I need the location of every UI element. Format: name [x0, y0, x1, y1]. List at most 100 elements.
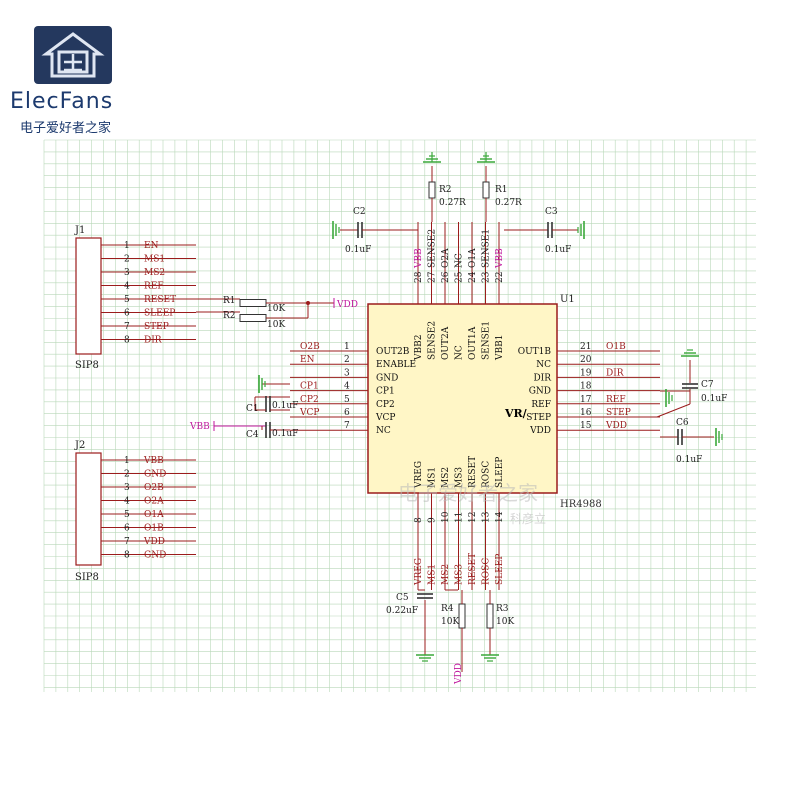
u1-pin-name: DIR: [533, 373, 551, 383]
u1-pin-number: 2: [344, 355, 350, 365]
j2-pin-number: 8: [124, 551, 130, 561]
r1-resistor: [239, 299, 267, 307]
u1-pin-number: 11: [455, 512, 465, 523]
u1-bottom-net-label: RESET: [468, 553, 478, 585]
r3-ref: R3: [496, 604, 509, 614]
j1-net-label: EN: [144, 241, 159, 251]
u1-pin-name: NC: [536, 360, 551, 370]
u1-right-net-label: VDD: [605, 421, 627, 431]
r-sense1-resistor: [482, 181, 490, 199]
u1-pin-number: 10: [441, 511, 451, 523]
u1-pin-number: 27: [428, 271, 438, 283]
j1-pin-number: 2: [124, 255, 130, 265]
u1-pin-name: NC: [455, 345, 465, 360]
r2-resistor: [239, 314, 267, 322]
u1-pin-name: SENSE1: [482, 321, 492, 360]
r3-resistor: [486, 603, 494, 629]
u1-pin-number: 14: [495, 511, 505, 523]
u1-ref: U1: [560, 294, 575, 305]
u1-pin-name: MS1: [428, 467, 438, 488]
u1-pin-number: 7: [344, 421, 350, 431]
vdd-net-label-top: VDD: [336, 300, 358, 310]
r1-ref: R1: [223, 296, 236, 306]
u1-pin-number: 16: [580, 408, 592, 418]
u1-pin-name: GND: [529, 387, 551, 397]
u1-bottom-net-label: SLEEP: [495, 554, 505, 585]
u1-pin-name: MS3: [455, 467, 465, 488]
u1-chip-body: [367, 303, 558, 494]
u1-pin-number: 26: [441, 271, 451, 283]
c7-link: [656, 403, 691, 418]
r-sense2-value: 0.27R: [439, 198, 466, 208]
u1-pin-number: 25: [455, 271, 465, 283]
r4-ref: R4: [441, 604, 454, 614]
u1-right-net-label: STEP: [606, 408, 631, 418]
u1-pin-name: CP2: [376, 400, 395, 410]
u1-pin-number: 13: [482, 511, 492, 523]
u1-pin-name: SLEEP: [495, 457, 505, 488]
brand-name: ElecFans: [10, 89, 114, 114]
u1-left-net-label: EN: [300, 355, 315, 365]
u1-top-net-label: SENSE2: [428, 229, 438, 268]
c2-ref: C2: [353, 207, 366, 217]
j2-type: SIP8: [75, 572, 99, 583]
j2-pin-number: 4: [124, 497, 130, 507]
j1-pin-number: 1: [124, 241, 130, 251]
u1-pin-number: 22: [495, 272, 505, 283]
watermark-line1: 电子爱好者之家: [398, 481, 538, 505]
j2-net-label: O1B: [144, 524, 164, 534]
r2-ref: R2: [223, 311, 236, 321]
u1-pin-name: OUT1B: [518, 347, 552, 357]
u1-pin-number: 19: [580, 368, 592, 378]
j2-pin-number: 6: [124, 524, 130, 534]
r4-value: 10K: [441, 617, 459, 627]
c6-ref: C6: [676, 418, 689, 428]
brand-tagline: 电子爱好者之家: [20, 121, 112, 136]
u1-pin-name: REF: [531, 400, 551, 410]
u1-left-net-label: O2B: [300, 342, 320, 352]
j2-body: [75, 452, 102, 566]
r3-value: 10K: [496, 617, 514, 627]
j1-pin-number: 5: [124, 295, 130, 305]
c4-value: 0.1uF: [272, 429, 298, 439]
u1-pin-name: STEP: [526, 413, 551, 423]
u1-part: HR4988: [560, 499, 602, 510]
u1-pin-name: VBB2: [414, 335, 424, 361]
c6-value: 0.1uF: [676, 455, 702, 465]
u1-bottom-net-label: VREG: [414, 558, 424, 586]
u1-pin-name: CP1: [376, 387, 395, 397]
j2-pin-number: 5: [124, 510, 130, 520]
r1-value: 10K: [267, 304, 285, 314]
u1-pin-number: 17: [580, 395, 592, 405]
u1-top-net-label: VBB: [414, 248, 424, 269]
schematic-grid: [43, 139, 756, 692]
u1-left-net-label: CP2: [300, 395, 319, 405]
j1-net-label: SLEEP: [144, 309, 175, 319]
vdd-net-label-bottom: VDD: [454, 663, 464, 685]
u1-pin-number: 1: [344, 342, 350, 352]
u1-pin-name: RESET: [468, 456, 478, 488]
u1-pin-name: VDD: [529, 426, 551, 436]
u1-pin-name: VBB1: [495, 335, 505, 361]
j2-net-label: VBB: [143, 456, 164, 466]
j2-pin-number: 2: [124, 470, 130, 480]
j2-pin-number: 3: [124, 483, 130, 493]
c1-value: 0.1uF: [272, 401, 298, 411]
c3-value: 0.1uF: [545, 245, 571, 255]
u1-pin-number: 3: [344, 368, 350, 378]
j1-net-label: MS1: [144, 255, 165, 265]
u1-pin-number: 23: [482, 271, 492, 283]
c5-ref: C5: [396, 593, 409, 603]
u1-pin-name: SENSE2: [428, 321, 438, 360]
j1-pin-number: 6: [124, 309, 130, 319]
u1-left-net-label: CP1: [300, 382, 319, 392]
u1-top-net-label: SENSE1: [482, 229, 492, 268]
elecfans-logo-icon: [34, 26, 112, 84]
u1-pin-number: 5: [344, 395, 350, 405]
j2-ref: J2: [74, 440, 85, 451]
j2-net-label: O1A: [144, 510, 164, 520]
j1-pin-number: 7: [124, 322, 130, 332]
r4-resistor: [458, 603, 466, 629]
j2-net-label: GND: [144, 470, 166, 480]
